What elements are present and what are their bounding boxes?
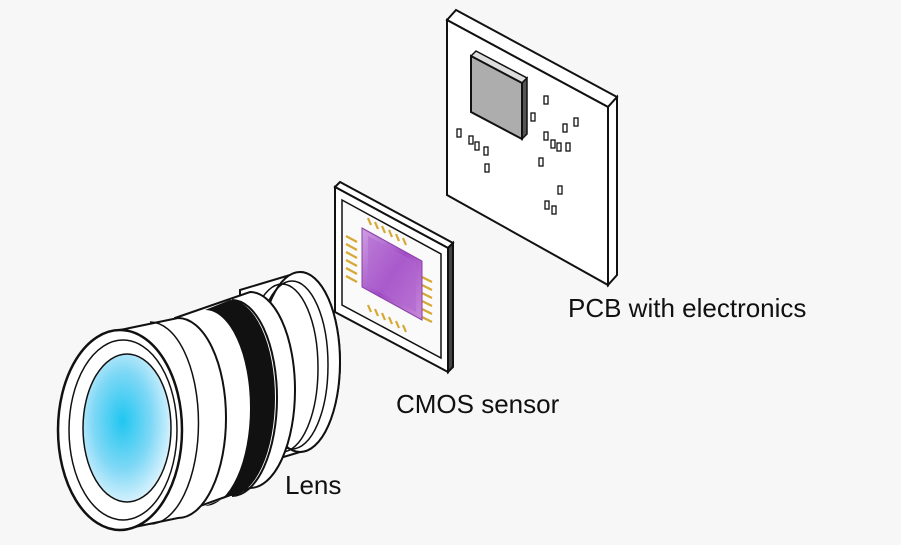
pcb-board: [447, 10, 617, 285]
pcb-label: PCB with electronics: [568, 293, 806, 324]
lens-glass: [83, 354, 171, 502]
cmos-sensor-label: CMOS sensor: [396, 389, 559, 420]
lens-label: Lens: [285, 470, 341, 501]
